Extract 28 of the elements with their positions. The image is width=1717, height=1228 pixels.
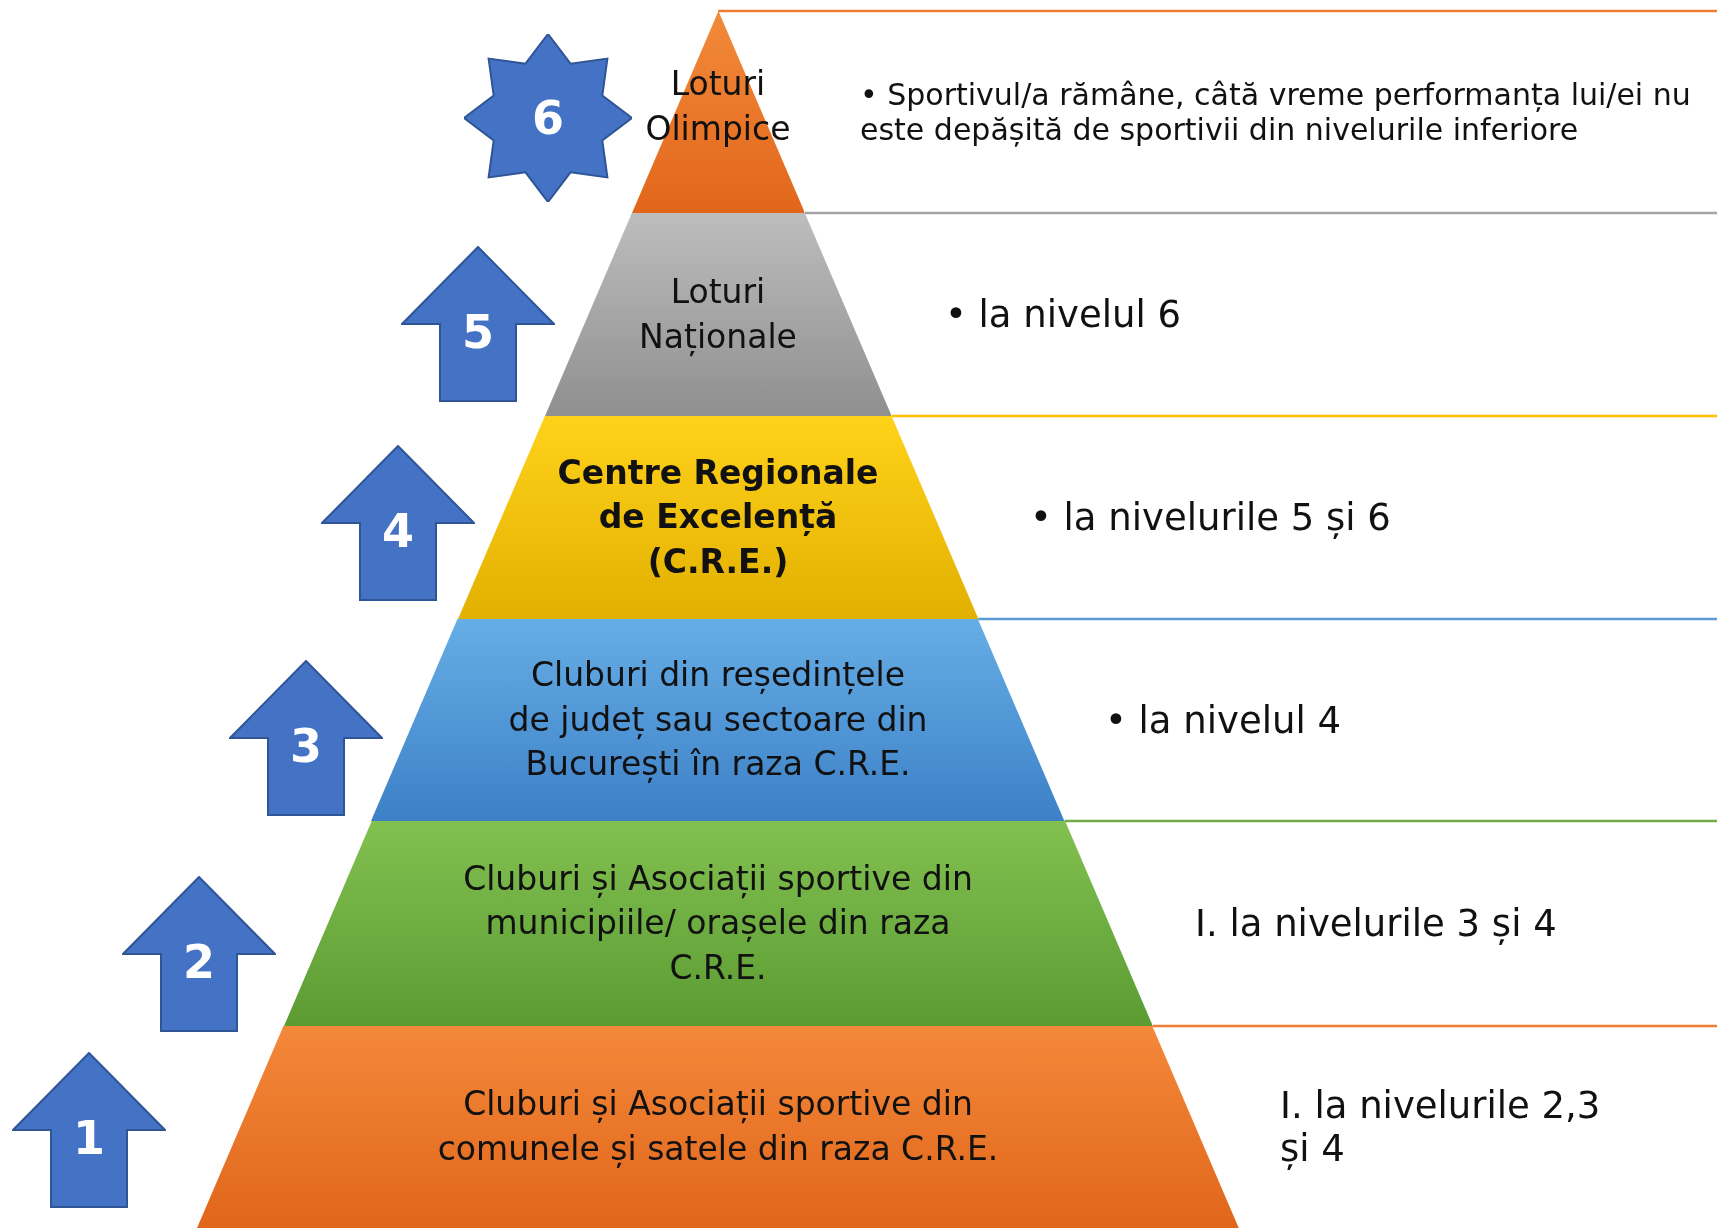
- level-description: • Sportivul/a rămâne, câtă vreme performanța lui/ei nu este depășită de sportivii din nivelurile inferiore: [860, 77, 1692, 147]
- pyramid-level: [457, 416, 979, 619]
- step-number: 5: [462, 304, 494, 359]
- level-label: Cluburi și Asociații sportive din comunele și satele din raza C.R.E.: [436, 1083, 1000, 1170]
- level-number-badge: [401, 246, 555, 402]
- level-label: Cluburi din reședințele de județ sau sectoare din București în raza C.R.E.: [508, 654, 928, 786]
- pyramid-level: [197, 1026, 1239, 1228]
- pyramid-level: [371, 619, 1065, 821]
- level-number-badge: [321, 445, 475, 601]
- level-label: Cluburi și Asociații sportive din municipiile/ orașele din raza C.R.E.: [462, 857, 974, 989]
- level-number-badge: [122, 876, 276, 1032]
- level-description: • la nivelul 4: [1105, 698, 1342, 742]
- step-number: 2: [183, 934, 215, 989]
- level-description: • la nivelurile 5 și 6: [1030, 496, 1392, 539]
- level-number-badge: [12, 1052, 166, 1208]
- level-label: Centre Regionale de Excelență (C.R.E.): [556, 451, 880, 583]
- level-description: • la nivelul 6: [945, 293, 1182, 336]
- step-number: 3: [290, 718, 322, 773]
- level-description: I. la nivelurile 2,3 și 4: [1280, 1084, 1602, 1170]
- pyramid-level: [631, 11, 805, 213]
- level-description: I. la nivelurile 3 și 4: [1195, 902, 1558, 945]
- step-number: 6: [532, 91, 564, 145]
- pyramid-level: [283, 821, 1153, 1026]
- step-number: 1: [73, 1110, 105, 1165]
- level-number-badge: [229, 660, 383, 816]
- level-label: Loturi Naționale: [638, 270, 798, 359]
- step-number: 4: [382, 503, 414, 558]
- star-badge: [464, 34, 632, 202]
